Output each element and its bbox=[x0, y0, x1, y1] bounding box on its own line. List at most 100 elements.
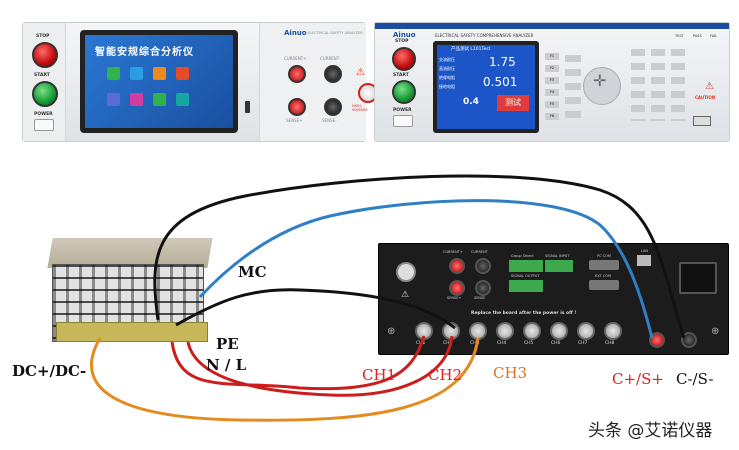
screen-content: 智能安规综合分析仪 bbox=[85, 35, 233, 128]
instrument-left: STOP START POWER 智能安规综合分析仪 Ainuo ELECTRI… bbox=[22, 22, 378, 142]
app-tile-1-icon[interactable] bbox=[107, 67, 120, 80]
high-voltage-label: HIGH VOLTAGE bbox=[352, 104, 368, 112]
wire-red bbox=[170, 335, 454, 397]
nav-pad[interactable] bbox=[583, 67, 621, 105]
group-select-connector[interactable] bbox=[509, 260, 543, 272]
signal-input-connector[interactable] bbox=[545, 260, 573, 272]
signal-input-label: SIGNAL INPUT bbox=[545, 254, 570, 258]
model-name: ELECTRICAL SAFETY COMPREHENSIVE ANALYZER bbox=[435, 33, 534, 38]
sense-plus-terminal[interactable] bbox=[288, 98, 306, 116]
current-plus-label: CURRENT+ bbox=[284, 56, 307, 61]
channel-connector-5[interactable] bbox=[523, 322, 541, 340]
status-fail: FAIL bbox=[710, 34, 718, 38]
lcd-row-2: 直流耐压 bbox=[439, 66, 455, 71]
current-plus-label: CURRENT+ bbox=[443, 250, 463, 254]
channel-label-8: CH8 bbox=[605, 341, 615, 346]
signal-output-connector[interactable] bbox=[509, 280, 543, 292]
app-tile-7-icon[interactable] bbox=[153, 93, 166, 106]
rear-sense-terminal[interactable] bbox=[475, 280, 491, 296]
channel-connector-7[interactable] bbox=[577, 322, 595, 340]
app-tile-2-icon[interactable] bbox=[130, 67, 143, 80]
softkey-f6[interactable]: F6 bbox=[545, 113, 559, 120]
channel-label-6: CH6 bbox=[551, 341, 561, 346]
reading-2: 0.501 bbox=[483, 75, 518, 89]
rear-sense-plus-terminal[interactable] bbox=[449, 280, 465, 296]
usb-port[interactable] bbox=[693, 116, 711, 126]
sense-label: SENSE bbox=[474, 296, 486, 300]
channel-connector-6[interactable] bbox=[550, 322, 568, 340]
current-minus-label: CURRENT- bbox=[320, 56, 341, 61]
start-label: START bbox=[393, 73, 409, 78]
softkey-f5[interactable]: F5 bbox=[545, 101, 559, 108]
lan-label: LAN bbox=[641, 249, 649, 253]
reading-1: 1.75 bbox=[489, 55, 516, 69]
usb-port[interactable] bbox=[245, 101, 250, 113]
channel-label-5: CH5 bbox=[524, 341, 534, 346]
replace-note: Replace the board after the power is off… bbox=[471, 311, 577, 316]
channel-connector-8[interactable] bbox=[604, 322, 622, 340]
start-button[interactable] bbox=[392, 80, 416, 104]
caution-warning-icon: ⚠ bbox=[705, 81, 714, 92]
c-minus-terminal[interactable] bbox=[681, 332, 697, 348]
sense-plus-label: SENSE+ bbox=[447, 296, 462, 300]
current-plus-terminal[interactable] bbox=[288, 65, 306, 83]
rear-current-plus-terminal[interactable] bbox=[449, 258, 465, 274]
lan-port[interactable] bbox=[637, 255, 651, 266]
pc-com-port[interactable] bbox=[589, 260, 619, 270]
control-column: STOP START POWER bbox=[23, 23, 66, 141]
stop-label: STOP bbox=[395, 39, 409, 44]
wire-orange bbox=[90, 337, 480, 422]
wire-black-pe bbox=[175, 288, 456, 330]
channel-label-2: CH2 bbox=[443, 341, 453, 346]
reading-3: 0.4 bbox=[463, 97, 479, 107]
brand-logo: Ainuo bbox=[284, 29, 307, 37]
label-nl: N / L bbox=[206, 356, 247, 374]
channel-label-3: CH3 bbox=[470, 341, 480, 346]
label-c-minus: C-/S- bbox=[676, 370, 714, 388]
start-button[interactable] bbox=[32, 81, 58, 107]
instrument-right: Ainuo ELECTRICAL SAFETY COMPREHENSIVE AN… bbox=[374, 22, 730, 142]
rear-current-terminal[interactable] bbox=[475, 258, 491, 274]
stop-button[interactable] bbox=[392, 47, 416, 71]
app-tile-6-icon[interactable] bbox=[130, 93, 143, 106]
numeric-keypad[interactable] bbox=[631, 49, 691, 121]
sense-minus-terminal[interactable] bbox=[324, 98, 342, 116]
nav-arrows-icon: ✛ bbox=[593, 71, 607, 90]
softkey-f4[interactable]: F4 bbox=[545, 89, 559, 96]
test-button[interactable]: 测试 bbox=[497, 95, 529, 111]
wire-black-mc bbox=[153, 174, 686, 339]
stop-button[interactable] bbox=[32, 42, 58, 68]
top-stripe bbox=[375, 23, 729, 29]
lcd-row-3: 绝缘电阻 bbox=[439, 75, 455, 80]
dut-power-supply bbox=[47, 238, 220, 358]
status-pass: PASS bbox=[693, 34, 702, 38]
rear-panel: CURRENT+ CURRENT SENSE+ SENSE Group Sele… bbox=[378, 243, 729, 355]
power-button[interactable] bbox=[393, 115, 413, 127]
channel-connector-4[interactable] bbox=[496, 322, 514, 340]
current-minus-terminal[interactable] bbox=[324, 65, 342, 83]
ext-com-port[interactable] bbox=[589, 280, 619, 290]
label-ch2: CH2 bbox=[428, 366, 463, 384]
rear-warning-icon: ⚠ bbox=[401, 290, 410, 300]
rear-knob-icon bbox=[396, 262, 416, 282]
softkey-f1[interactable]: F1 bbox=[545, 53, 559, 60]
softkey-f3[interactable]: F3 bbox=[545, 77, 559, 84]
softkey-f2[interactable]: F2 bbox=[545, 65, 559, 72]
power-button[interactable] bbox=[34, 119, 54, 131]
touch-screen[interactable]: 智能安规综合分析仪 bbox=[80, 30, 238, 133]
app-tile-8-icon[interactable] bbox=[176, 93, 189, 106]
screw-right: ⊕ bbox=[711, 326, 720, 337]
app-tile-3-icon[interactable] bbox=[153, 67, 166, 80]
caution-label: CAUTION bbox=[695, 95, 716, 100]
pc-com-label: PC COM bbox=[597, 254, 611, 258]
channel-label-4: CH4 bbox=[497, 341, 507, 346]
app-tile-4-icon[interactable] bbox=[176, 67, 189, 80]
current-label: CURRENT bbox=[471, 250, 488, 254]
label-dc: DC+/DC- bbox=[12, 362, 87, 380]
ext-com-label: EXT COM bbox=[595, 274, 612, 278]
app-tile-5-icon[interactable] bbox=[107, 93, 120, 106]
power-inlet[interactable] bbox=[679, 262, 717, 294]
sense-plus-label: SENSE+ bbox=[286, 118, 303, 123]
